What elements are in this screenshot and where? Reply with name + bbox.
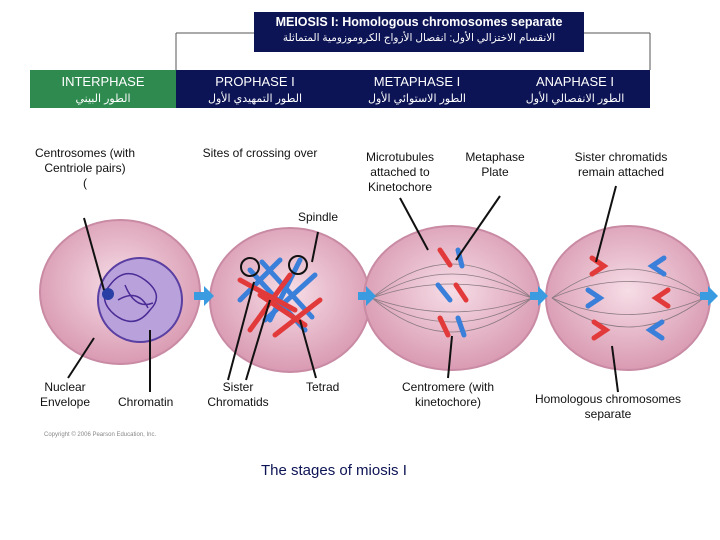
stage-metaphase: METAPHASE I الطور الاستوائي الأول <box>334 70 500 108</box>
arrow-right-icon <box>194 286 214 306</box>
stage-interphase-en: INTERPHASE <box>61 74 145 89</box>
label-sister-chromatids: Sister Chromatids <box>207 380 269 409</box>
prophase-cell <box>209 227 371 373</box>
centrosome-icon <box>102 288 114 300</box>
label-chromatin: Chromatin <box>118 395 174 409</box>
label-crossing-over: Sites of crossing over <box>202 146 318 160</box>
stage-anaphase-ar: الطور الانفصالي الأول <box>525 93 625 105</box>
stage-metaphase-ar: الطور الاستوائي الأول <box>367 93 466 105</box>
figure-caption: The stages of miosis I <box>261 462 407 479</box>
stage-prophase: PROPHASE I الطور التمهيدي الأول <box>176 70 334 108</box>
header-banner: MEIOSIS I: Homologous chromosomes separa… <box>254 12 584 52</box>
arrow-right-icon <box>358 286 376 306</box>
label-metaphase-plate: Metaphase Plate <box>465 150 525 179</box>
label-homologous-separate: Homologous chromosomes separate <box>534 392 682 421</box>
stage-prophase-ar: الطور التمهيدي الأول <box>207 93 303 105</box>
stage-anaphase-en: ANAPHASE I <box>535 74 615 89</box>
crossover-marker-icon <box>240 257 260 277</box>
arrow-right-icon <box>530 286 548 306</box>
stage-interphase-ar: الطور البيني <box>75 93 131 105</box>
stage-metaphase-en: METAPHASE I <box>373 74 461 89</box>
header-subtitle: الانقسام الاختزالي الأول: انفصال الأزواج… <box>282 32 556 44</box>
pointer-lines <box>67 185 619 393</box>
label-tetrad: Tetrad <box>306 380 340 394</box>
label-microtubules: Microtubules attached to Kinetochore <box>365 150 435 194</box>
anaphase-cell <box>545 225 711 371</box>
stage-arrows <box>194 286 718 306</box>
copyright-notice: Copyright © 2006 Pearson Education, Inc. <box>44 432 157 438</box>
stage-interphase: INTERPHASE الطور البيني <box>30 70 176 108</box>
label-centromere: Centromere (with kinetochore) <box>401 380 495 409</box>
label-sister-attached: Sister chromatids remain attached <box>574 150 668 179</box>
stage-anaphase: ANAPHASE I الطور الانفصالي الأول <box>500 70 650 108</box>
interphase-cell <box>39 219 201 365</box>
arrow-right-icon <box>700 286 718 306</box>
stage-prophase-en: PROPHASE I <box>215 74 295 89</box>
label-nuclear-envelope: Nuclear Envelope <box>39 380 91 409</box>
label-spindle: Spindle <box>297 210 339 224</box>
crossover-marker-icon <box>288 255 308 275</box>
metaphase-cell <box>363 225 541 371</box>
header-title: MEIOSIS I: Homologous chromosomes separa… <box>275 15 563 29</box>
label-centrosomes: Centrosomes (with Centriole pairs) ( <box>34 146 136 190</box>
